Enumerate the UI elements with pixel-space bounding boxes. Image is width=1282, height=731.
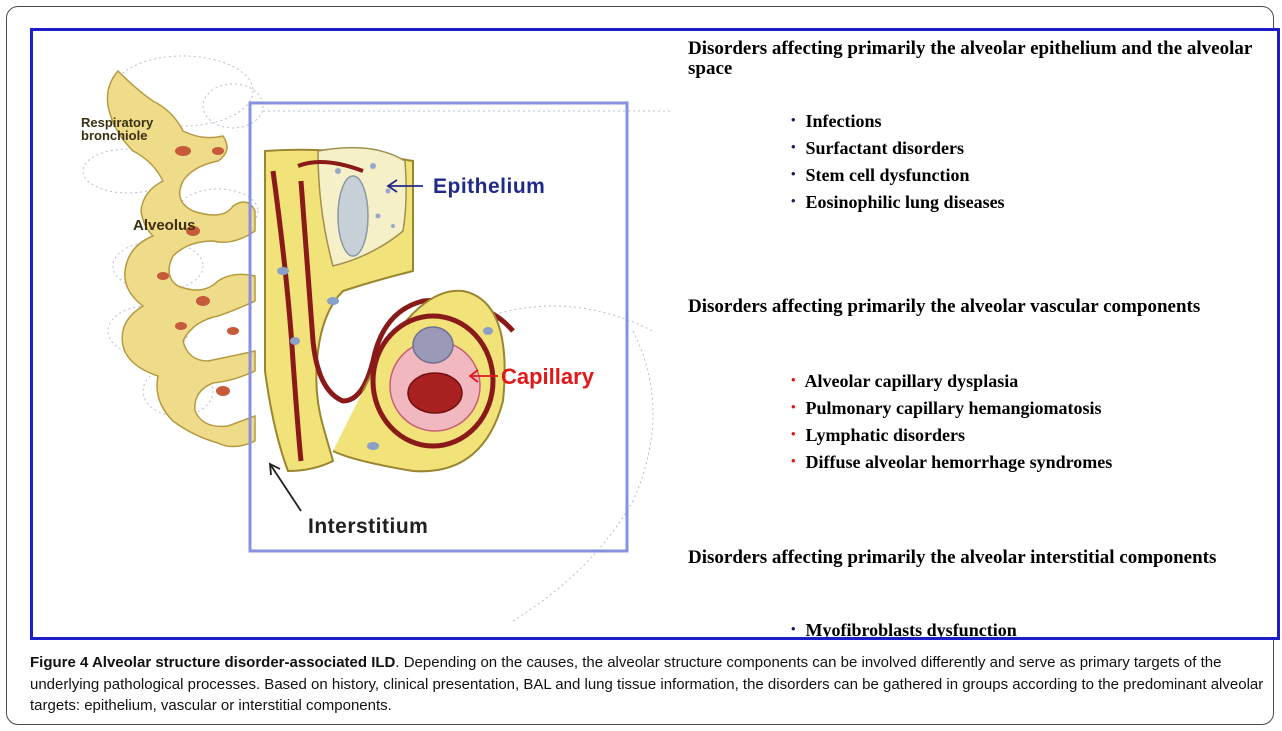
alveolus-label: Alveolus xyxy=(133,217,196,234)
list-item-text: Stem cell dysfunction xyxy=(806,165,970,185)
group-heading: Disorders affecting primarily the alveol… xyxy=(688,39,1280,79)
group-heading: Disorders affecting primarily the alveol… xyxy=(688,548,1280,568)
list-item: • Stem cell dysfunction xyxy=(791,161,1005,188)
epithelium-label: Epithelium xyxy=(433,175,545,199)
capillary-label: Capillary xyxy=(501,364,594,390)
list-item: • Myofibroblasts dysfunction xyxy=(791,616,1017,640)
list-item: • Infections xyxy=(791,107,1005,134)
vascular-disorders-group: Disorders affecting primarily the alveol… xyxy=(688,297,1280,317)
bullet-icon: • xyxy=(791,134,801,160)
bullet-icon: • xyxy=(791,616,801,640)
list-item-text: Myofibroblasts dysfunction xyxy=(806,620,1017,640)
bullet-icon: • xyxy=(791,107,801,133)
endothelial-nucleus xyxy=(413,327,453,363)
list-item-text: Alveolar capillary dysplasia xyxy=(805,371,1019,391)
group-list: • Myofibroblasts dysfunction xyxy=(791,616,1017,640)
group-list: • Alveolar capillary dysplasia • Pulmona… xyxy=(791,367,1112,475)
bullet-icon: • xyxy=(791,367,801,393)
list-item-text: Eosinophilic lung diseases xyxy=(806,192,1005,212)
group-list: • Infections • Surfactant disorders • St… xyxy=(791,107,1005,215)
bullet-icon: • xyxy=(791,188,801,214)
figure-panel: Respiratory bronchiole Alveolus Epitheli… xyxy=(30,28,1280,640)
list-item-text: Diffuse alveolar hemorrhage syndromes xyxy=(806,452,1113,472)
epithelium-disorders-group: Disorders affecting primarily the alveol… xyxy=(688,39,1280,79)
bullet-icon: • xyxy=(791,394,801,420)
list-item: • Lymphatic disorders xyxy=(791,421,1112,448)
list-item-text: Infections xyxy=(806,111,882,131)
bullet-icon: • xyxy=(791,421,801,447)
list-item: • Surfactant disorders xyxy=(791,134,1005,161)
bullet-icon: • xyxy=(791,161,801,187)
group-heading: Disorders affecting primarily the alveol… xyxy=(688,297,1280,317)
figure-caption: Figure 4 Alveolar structure disorder-ass… xyxy=(30,652,1270,717)
epithelial-nucleus xyxy=(338,176,368,256)
red-blood-cell xyxy=(408,373,462,413)
bullet-icon: • xyxy=(791,448,801,474)
figure-caption-label: Figure 4 Alveolar structure disorder-ass… xyxy=(30,654,395,671)
list-item: • Eosinophilic lung diseases xyxy=(791,188,1005,215)
list-item: • Diffuse alveolar hemorrhage syndromes xyxy=(791,448,1112,475)
respiratory-bronchiole-label: Respiratory bronchiole xyxy=(81,116,191,142)
interstitium-label: Interstitium xyxy=(308,515,428,539)
list-item: • Alveolar capillary dysplasia xyxy=(791,367,1112,394)
list-item-text: Pulmonary capillary hemangiomatosis xyxy=(806,398,1102,418)
list-item-text: Lymphatic disorders xyxy=(806,425,966,445)
list-item: • Pulmonary capillary hemangiomatosis xyxy=(791,394,1112,421)
list-item-text: Surfactant disorders xyxy=(806,138,965,158)
interstitial-disorders-group: Disorders affecting primarily the alveol… xyxy=(688,548,1280,568)
